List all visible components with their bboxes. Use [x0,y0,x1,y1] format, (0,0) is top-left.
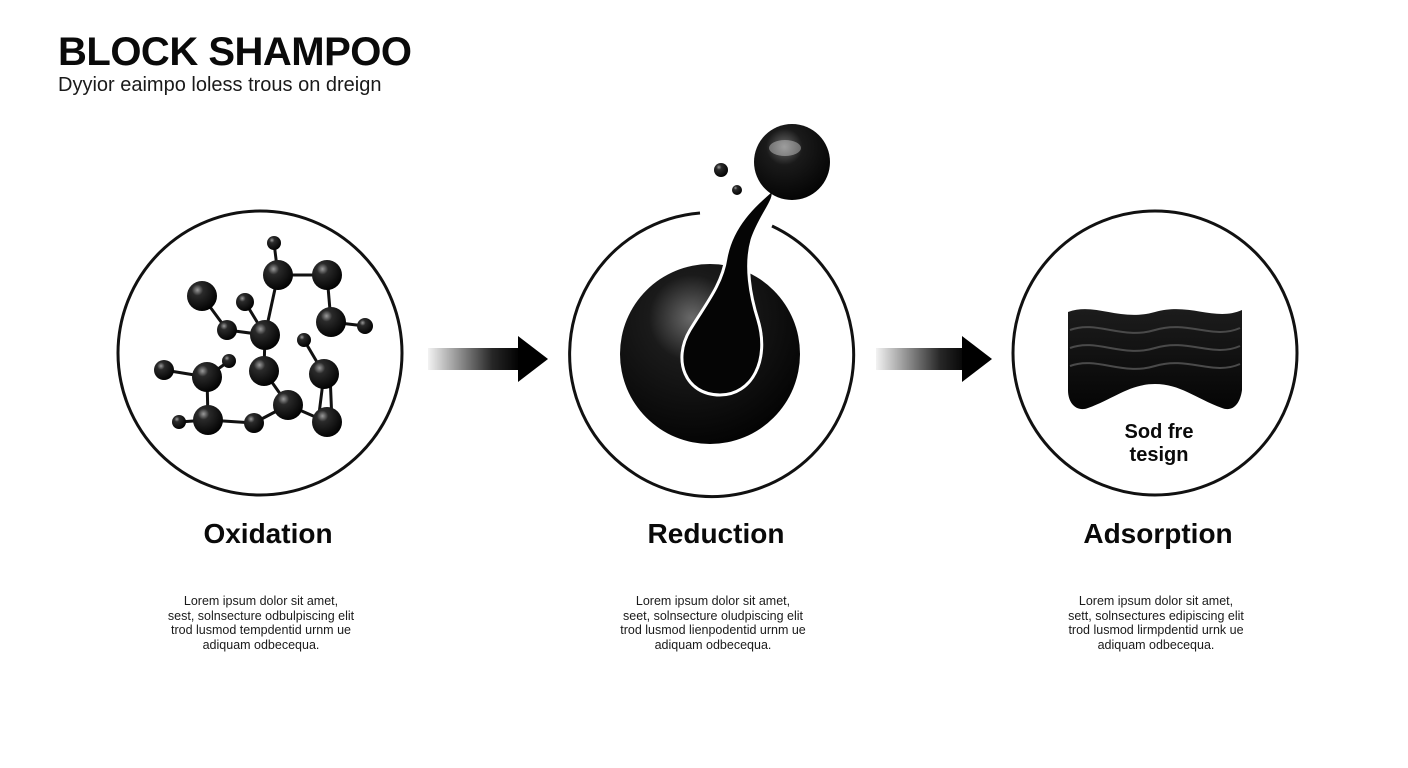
description-line: sest, solnsecture odbulpiscing elit [167,608,355,623]
description-line: Lorem ipsum dolor sit amet, [635,594,791,608]
description-line: Lorem ipsum dolor sit amet, [183,594,339,608]
stage-oxidation-graphic [116,209,404,497]
description-line: seet, solnsecture oludpiscing elit [623,608,803,623]
stage-inner-label: Sod fre tesign [1079,421,1239,467]
page-subtitle: Dyyior eaimpo loless trous on dreign [58,74,382,96]
droplet-icon [680,124,830,397]
arrow-right-icon [428,336,548,382]
stage-reduction-graphic [568,124,856,499]
arrow-right-icon [876,336,992,382]
description-line: sett, solnsectures edipiscing elit [1068,608,1244,623]
inner-label-line: Sod fre [1124,421,1194,443]
inner-label-line: tesign [1129,444,1189,466]
molecule-atoms [154,236,373,437]
description-line: trod lusmod tempdentid urnm ue [171,623,351,638]
description-line: adiquam odbecequa. [1097,637,1215,652]
description-line: adiquam odbecequa. [202,637,320,652]
stage-description-oxidation: Lorem ipsum dolor sit amet, sest, solnse… [131,594,391,652]
description-line: adiquam odbecequa. [654,637,772,652]
page-title: BLOCK SHAMPOO [58,30,412,74]
description-line: Lorem ipsum dolor sit amet, [1078,594,1234,608]
wave-layers-icon [1068,309,1242,410]
stage-circle [116,209,404,497]
stage-description-reduction: Lorem ipsum dolor sit amet, seet, solnse… [583,594,843,652]
description-line: trod lusmod lirmpdentid urnk ue [1068,623,1244,638]
stage-title-adsorption: Adsorption [1083,518,1233,549]
stage-title-reduction: Reduction [647,518,785,549]
stage-description-adsorption: Lorem ipsum dolor sit amet, sett, solnse… [1026,594,1286,652]
description-line: trod lusmod lienpodentid urnm ue [620,623,806,638]
stage-adsorption-graphic [1011,209,1299,497]
stage-title-oxidation: Oxidation [203,518,333,549]
